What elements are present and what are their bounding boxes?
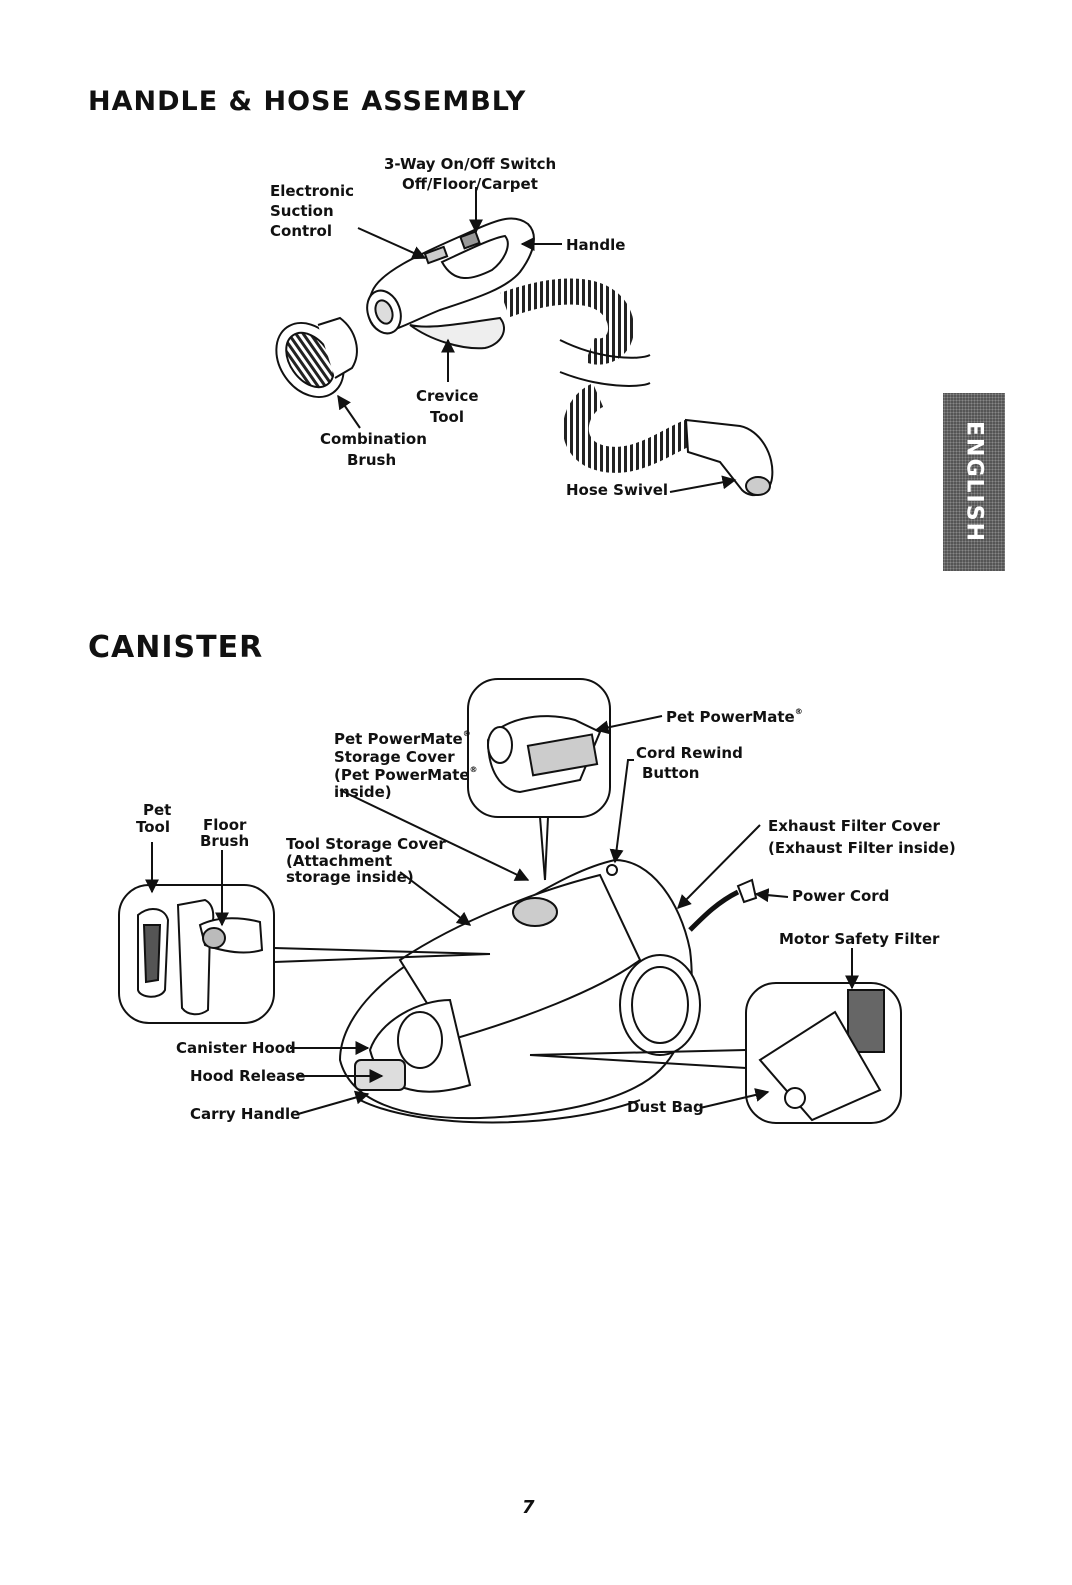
- label-pm-storage-line4: inside): [334, 783, 392, 801]
- label-handle: Handle: [566, 236, 626, 254]
- label-cord-rewind-line1: Cord Rewind: [636, 744, 743, 762]
- label-pm-storage-line2: Storage Cover: [334, 748, 455, 766]
- label-floor-brush-line2: Brush: [200, 832, 250, 850]
- language-tab: ENGLISH: [943, 393, 1005, 571]
- label-pet-tool-line1: Pet: [143, 801, 172, 819]
- label-esc-line3: Control: [270, 222, 333, 240]
- label-combination-line1: Combination: [320, 430, 427, 448]
- handle-hose-diagram: [275, 187, 774, 497]
- label-crevice-line1: Crevice: [416, 387, 479, 405]
- label-esc-line2: Suction: [270, 202, 334, 220]
- label-cord-rewind-line2: Button: [642, 764, 700, 782]
- floor-brush-illustration: [176, 898, 264, 1016]
- label-floor-brush-line1: Floor: [203, 816, 247, 834]
- canister-body: [338, 858, 701, 1124]
- section-title-handle-hose: HANDLE & HOSE ASSEMBLY: [88, 86, 527, 117]
- label-power-cord: Power Cord: [792, 887, 890, 905]
- label-tool-storage-line3: storage inside): [286, 868, 414, 886]
- canister-diagram: [118, 678, 902, 1124]
- label-dust-bag: Dust Bag: [627, 1098, 704, 1116]
- hose-swivel: [684, 418, 774, 497]
- motor-safety-filter-illustration: [847, 989, 885, 1053]
- label-pet-tool-line2: Tool: [136, 818, 170, 836]
- label-crevice-line2: Tool: [430, 408, 464, 426]
- pet-tool-illustration: [137, 908, 170, 998]
- label-combination-line2: Brush: [347, 451, 397, 469]
- label-canister-hood: Canister Hood: [176, 1039, 296, 1057]
- label-motor-safety-filter: Motor Safety Filter: [779, 930, 940, 948]
- label-tool-storage-line2: (Attachment: [286, 852, 393, 870]
- label-3way-switch-line1: 3-Way On/Off Switch: [384, 155, 557, 173]
- pet-powermate-tool: [486, 715, 602, 794]
- section-title-canister: CANISTER: [88, 630, 264, 665]
- label-3way-switch-line2: Off/Floor/Carpet: [402, 175, 538, 193]
- label-tool-storage-line1: Tool Storage Cover: [286, 835, 446, 853]
- label-esc-line1: Electronic: [270, 182, 355, 200]
- power-cord-illustration: [688, 889, 740, 932]
- label-hood-release: Hood Release: [190, 1067, 306, 1085]
- label-exhaust-line2: (Exhaust Filter inside): [768, 839, 956, 857]
- label-pet-powermate: Pet PowerMate®: [666, 707, 803, 727]
- label-pm-storage-line1: Pet PowerMate®: [334, 729, 471, 749]
- label-hose-swivel: Hose Swivel: [566, 481, 669, 499]
- hose: [500, 278, 634, 365]
- label-exhaust-line1: Exhaust Filter Cover: [768, 817, 940, 835]
- page-number: 7: [522, 1497, 535, 1518]
- combination-brush: [275, 316, 358, 399]
- label-carry-handle: Carry Handle: [190, 1105, 301, 1123]
- label-pm-storage-line3: (Pet PowerMate®: [334, 765, 478, 785]
